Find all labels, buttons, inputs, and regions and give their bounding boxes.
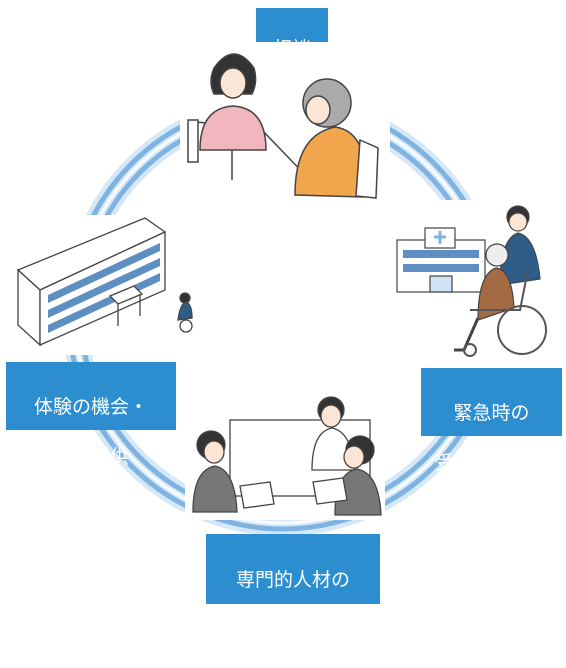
label-experience: 体験の機会・ 場の提供	[6, 362, 176, 468]
label-experience-line1: 体験の機会・	[33, 396, 148, 418]
label-training: 専門的人材の 確保・養成	[206, 534, 380, 641]
cycle-illustration	[16, 53, 547, 536]
label-emergency: 緊急時の 受入れ・対応	[421, 368, 562, 474]
label-training-line1: 専門的人材の	[235, 569, 350, 591]
label-consultation: 相談	[256, 8, 328, 60]
label-consultation-text: 相談	[272, 38, 311, 60]
emergency-illustration	[396, 205, 547, 357]
consultation-illustration	[187, 53, 379, 199]
experience-illustration	[16, 217, 193, 347]
training-illustration	[192, 396, 382, 516]
label-emergency-line1: 緊急時の	[453, 402, 530, 424]
label-emergency-line2: 受入れ・対応	[434, 452, 549, 474]
label-experience-line2: 場の提供	[52, 446, 129, 468]
cycle-diagram: 相談 緊急時の 受入れ・対応 専門的人材の 確保・養成 体験の機会・ 場の提供	[6, 8, 562, 641]
label-training-line2: 確保・養成	[245, 619, 341, 641]
